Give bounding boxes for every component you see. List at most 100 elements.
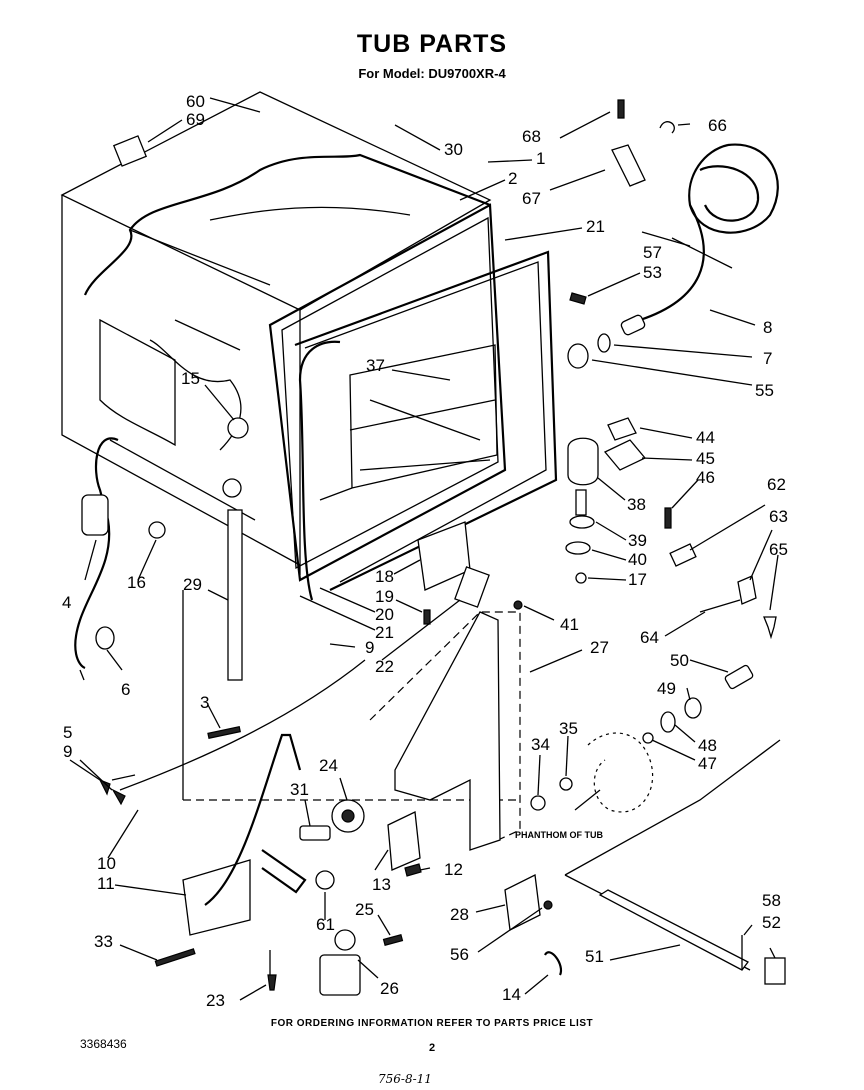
callout-51: 51: [585, 947, 604, 966]
callout-53: 53: [643, 263, 662, 282]
callout-10: 10: [97, 854, 116, 873]
callout-31: 31: [290, 780, 309, 799]
callout-60: 60: [186, 92, 205, 111]
callout-34: 34: [531, 735, 550, 754]
callout-17: 17: [628, 570, 647, 589]
callout-9-center: 9: [365, 638, 374, 657]
clamp-part-67: [611, 144, 646, 187]
callout-49: 49: [657, 679, 676, 698]
callout-13: 13: [372, 875, 391, 894]
screw-part-19: [423, 609, 431, 625]
callout-3: 3: [200, 693, 209, 712]
bracket-part-28: [504, 874, 541, 931]
callout-22: 22: [375, 657, 394, 676]
callout-40: 40: [628, 550, 647, 569]
ring-part-7: [597, 333, 611, 353]
page-number: 2: [429, 1042, 436, 1054]
foot-part-52: [764, 957, 786, 985]
callout-20: 20: [375, 605, 394, 624]
screw-part-65: [763, 616, 777, 640]
callout-18: 18: [375, 567, 394, 586]
callout-52: 52: [762, 913, 781, 932]
callout-23: 23: [206, 991, 225, 1010]
seal-part-39: [569, 515, 595, 529]
washer-part-48: [660, 711, 676, 733]
callout-28: 28: [450, 905, 469, 924]
callout-30: 30: [444, 140, 463, 159]
callout-8: 8: [763, 318, 772, 337]
callout-37: 37: [366, 356, 385, 375]
left-side-parts: [74, 135, 366, 806]
screw-part-53: [569, 292, 587, 305]
fitting-part-50: [724, 664, 754, 690]
screw-part-23: [267, 974, 277, 991]
callout-41: 41: [560, 615, 579, 634]
frame-part-27: [394, 611, 501, 851]
drain-hose-part-4: [81, 494, 109, 536]
callout-26: 26: [380, 979, 399, 998]
side-strip-part-29: [227, 509, 243, 681]
callout-35: 35: [559, 719, 578, 738]
bracket-part-63: [737, 575, 757, 605]
callout-27: 27: [590, 638, 609, 657]
callout-15: 15: [181, 369, 200, 388]
bracket-part-44: [607, 417, 637, 441]
callout-39: 39: [628, 531, 647, 550]
callout-61: 61: [316, 915, 335, 934]
callout-38: 38: [627, 495, 646, 514]
clamp-part-6: [95, 626, 115, 650]
callout-66: 66: [708, 116, 727, 135]
callout-65: 65: [769, 540, 788, 559]
callout-21-top: 21: [586, 217, 605, 236]
screw-part-33: [154, 948, 196, 967]
page-title: TUB PARTS: [356, 30, 508, 58]
callout-48: 48: [698, 736, 717, 755]
screw-part-3: [207, 726, 241, 739]
exploded-parts-diagram: PHANTHOM OF TUB: [60, 91, 788, 1010]
screw-part-25: [382, 934, 404, 946]
nut-part-34: [530, 795, 546, 811]
callout-63: 63: [769, 507, 788, 526]
bearing-part-61: [315, 870, 335, 890]
clip-part-14: [544, 951, 563, 976]
callout-6: 6: [121, 680, 130, 699]
screw-part-68: [617, 99, 625, 119]
cap-part-15b: [222, 478, 242, 498]
callout-67: 67: [522, 189, 541, 208]
callout-56: 56: [450, 945, 469, 964]
phantom-label: PHANTHOM OF TUB: [515, 830, 603, 840]
bracket-part-13: [387, 811, 421, 871]
plug-part-62: [669, 543, 697, 567]
washer-part-35: [559, 777, 573, 791]
shaft-part-31: [299, 825, 331, 841]
screw-part-46: [664, 507, 672, 529]
nut-part-49: [684, 697, 702, 719]
bracket-part-60: [112, 135, 148, 167]
screw-part-12: [404, 863, 422, 877]
screw-part-41: [513, 600, 523, 610]
ordering-note: FOR ORDERING INFORMATION REFER TO PARTS …: [270, 1018, 594, 1029]
callout-47: 47: [698, 754, 717, 773]
callout-46: 46: [696, 468, 715, 487]
leg-bracket-part-11: [182, 859, 251, 936]
callout-44: 44: [696, 428, 715, 447]
callout-58: 58: [762, 891, 781, 910]
document-number: 3368436: [80, 1037, 127, 1051]
callout-1: 1: [536, 149, 545, 168]
model-subtitle: For Model: DU9700XR-4: [358, 66, 506, 81]
valve-part-26: [319, 954, 361, 996]
right-side-parts: [565, 99, 779, 744]
callout-69: 69: [186, 110, 205, 129]
cap-part-55: [567, 343, 589, 369]
callout-14: 14: [502, 985, 521, 1004]
handwritten-note: 756-8-11: [378, 1072, 432, 1086]
disk-part-40: [565, 541, 591, 555]
callout-24: 24: [319, 756, 338, 775]
callout-11: 11: [97, 874, 115, 893]
center-frame-parts: PHANTHOM OF TUB: [369, 521, 786, 985]
nut-part-17: [575, 572, 587, 584]
hose-part-8: [688, 143, 779, 234]
callout-50: 50: [670, 651, 689, 670]
screw-part-9: [98, 778, 111, 796]
callout-19: 19: [375, 587, 394, 606]
